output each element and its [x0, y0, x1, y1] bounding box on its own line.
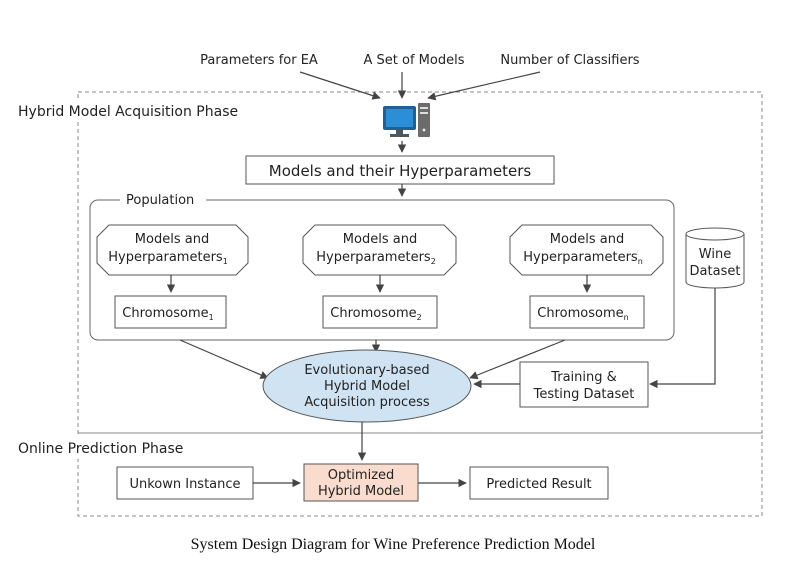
individual-1-line1: Models and — [135, 232, 209, 247]
process-line2: Hybrid Model — [324, 379, 410, 394]
chromosome-2-sub: 2 — [417, 313, 422, 322]
models-header-text: Models and their Hyperparameters — [269, 162, 532, 180]
individual-2-sub: 2 — [431, 257, 436, 266]
arrow-wine-to-training — [649, 288, 716, 389]
input-parameters-for-ea: Parameters for EA — [200, 53, 318, 68]
input-number-of-classifiers: Number of Classifiers — [500, 53, 639, 68]
figure-caption: System Design Diagram for Wine Preferenc… — [191, 536, 596, 553]
individual-n-line1: Models and — [550, 232, 624, 247]
chromosome-1-text: Chromosome — [122, 306, 208, 321]
optimized-line2: Hybrid Model — [318, 484, 404, 499]
online-phase-frame — [77, 432, 763, 517]
individual-n-models-box — [509, 224, 664, 276]
individual-2-line2-group: Hyperparameters2 — [316, 250, 436, 266]
chromosome-1-group: Chromosome1 — [122, 306, 213, 322]
chromosome-n-box — [529, 295, 645, 329]
chromosome-n-group: Chromosomen — [537, 306, 628, 322]
individual-n-line2: Hyperparameters — [523, 250, 638, 265]
chromosome-n-text: Chromosome — [537, 306, 623, 321]
unknown-instance-text: Unkown Instance — [129, 477, 240, 492]
individual-n-sub: n — [638, 257, 643, 266]
individual-1-sub: 1 — [223, 257, 228, 266]
chromosome-2-text: Chromosome — [330, 306, 416, 321]
acquisition-phase-label: Hybrid Model Acquisition Phase — [18, 104, 238, 120]
wine-dataset-line1: Wine — [699, 247, 731, 262]
individual-n-line2-group: Hyperparametersn — [523, 250, 643, 266]
unknown-instance-box — [116, 466, 254, 500]
individual-1-line2-group: Hyperparameters1 — [108, 250, 228, 266]
process-line3: Acquisition process — [304, 395, 430, 410]
predicted-result-text: Predicted Result — [486, 477, 591, 492]
computer-icon — [383, 103, 430, 137]
chromosome-1-sub: 1 — [209, 313, 214, 322]
input-set-of-models: A Set of Models — [364, 53, 465, 68]
arrow-chrom1-to-process — [179, 339, 269, 379]
training-dataset-box — [519, 361, 649, 408]
chromosome-2-group: Chromosome2 — [330, 306, 421, 322]
wine-dataset-line2: Dataset — [690, 264, 741, 279]
wine-dataset-cylinder — [685, 227, 745, 289]
arrow-ea-to-computer — [299, 71, 381, 100]
population-label: Population — [126, 193, 194, 208]
individual-1-models-box — [96, 224, 249, 276]
models-header-box — [245, 155, 555, 185]
online-phase-label: Online Prediction Phase — [18, 441, 183, 457]
individual-2-line1: Models and — [343, 232, 417, 247]
individual-1-line2: Hyperparameters — [108, 250, 223, 265]
arrow-classifiers-to-computer — [427, 71, 541, 101]
chromosome-2-box — [322, 295, 438, 329]
process-line1: Evolutionary-based — [304, 363, 429, 378]
optimized-model-box — [303, 463, 419, 502]
optimized-line1: Optimized — [328, 468, 395, 483]
evolutionary-process-ellipse — [262, 349, 472, 423]
acquisition-phase-frame — [77, 91, 763, 434]
individual-2-models-box — [302, 224, 457, 276]
training-line1: Training & — [550, 370, 617, 385]
chromosome-1-box — [114, 295, 227, 329]
training-line2: Testing Dataset — [533, 387, 635, 402]
arrow-chromn-to-process — [469, 339, 566, 380]
chromosome-n-sub: n — [624, 313, 629, 322]
individual-2-line2: Hyperparameters — [316, 250, 431, 265]
predicted-result-box — [469, 466, 609, 500]
